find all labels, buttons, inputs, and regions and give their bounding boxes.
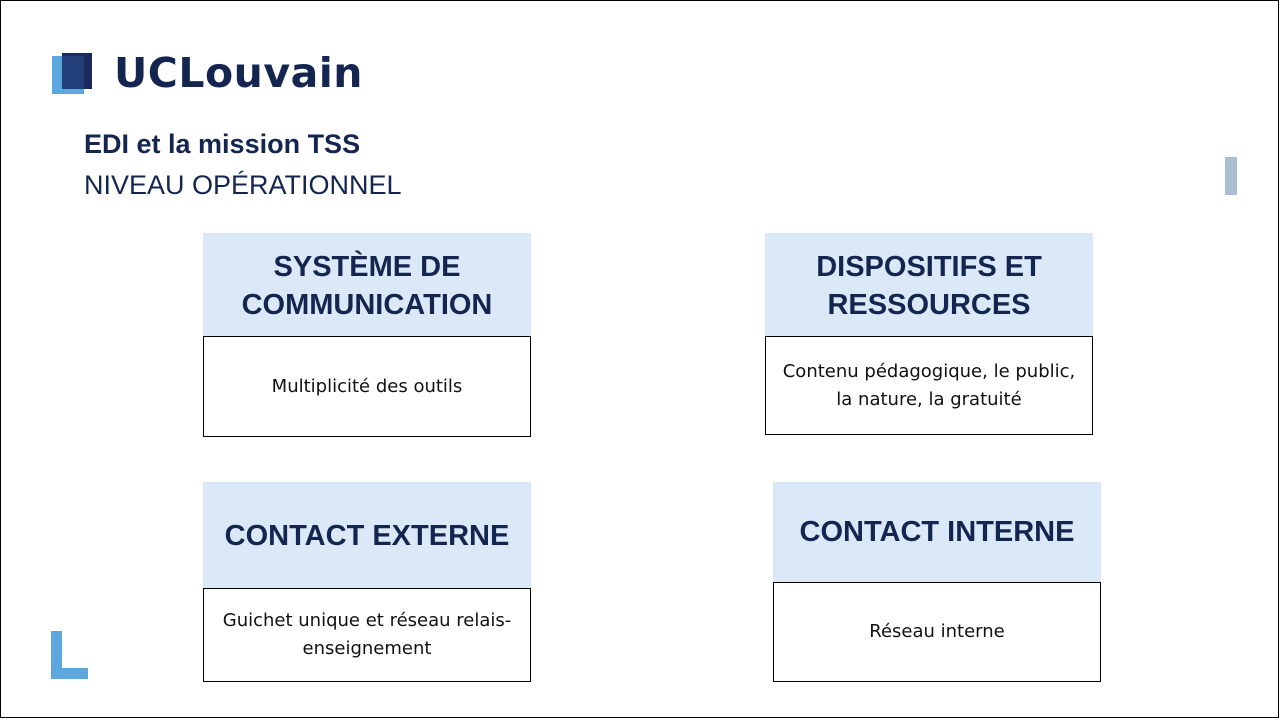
card-body-dispositifs: Contenu pédagogique, le public, la natur… (765, 336, 1093, 435)
card-heading-contact-interne: CONTACT INTERNE (773, 482, 1101, 582)
slide-title: EDI et la mission TSS (84, 129, 361, 159)
card-body-contact-externe: Guichet unique et réseau relais-enseigne… (203, 588, 531, 682)
decorative-side-bar (1225, 157, 1237, 195)
card-body-contact-interne: Réseau interne (773, 582, 1101, 682)
corner-l-vertical (51, 631, 62, 679)
logo-wordmark: UCLouvain (114, 49, 363, 97)
decorative-corner-l (51, 631, 88, 679)
card-heading-contact-externe: CONTACT EXTERNE (203, 482, 531, 590)
logo-mark-overlap-square (62, 56, 84, 89)
slide-subtitle: NIVEAU OPÉRATIONNEL (84, 170, 402, 200)
card-heading-communication: SYSTÈME DE COMMUNICATION (203, 233, 531, 338)
card-heading-dispositifs: DISPOSITIFS ET RESSOURCES (765, 233, 1093, 338)
uclouvain-logo: UCLouvain (52, 49, 412, 101)
card-body-communication: Multiplicité des outils (203, 336, 531, 437)
corner-l-horizontal (51, 668, 88, 679)
